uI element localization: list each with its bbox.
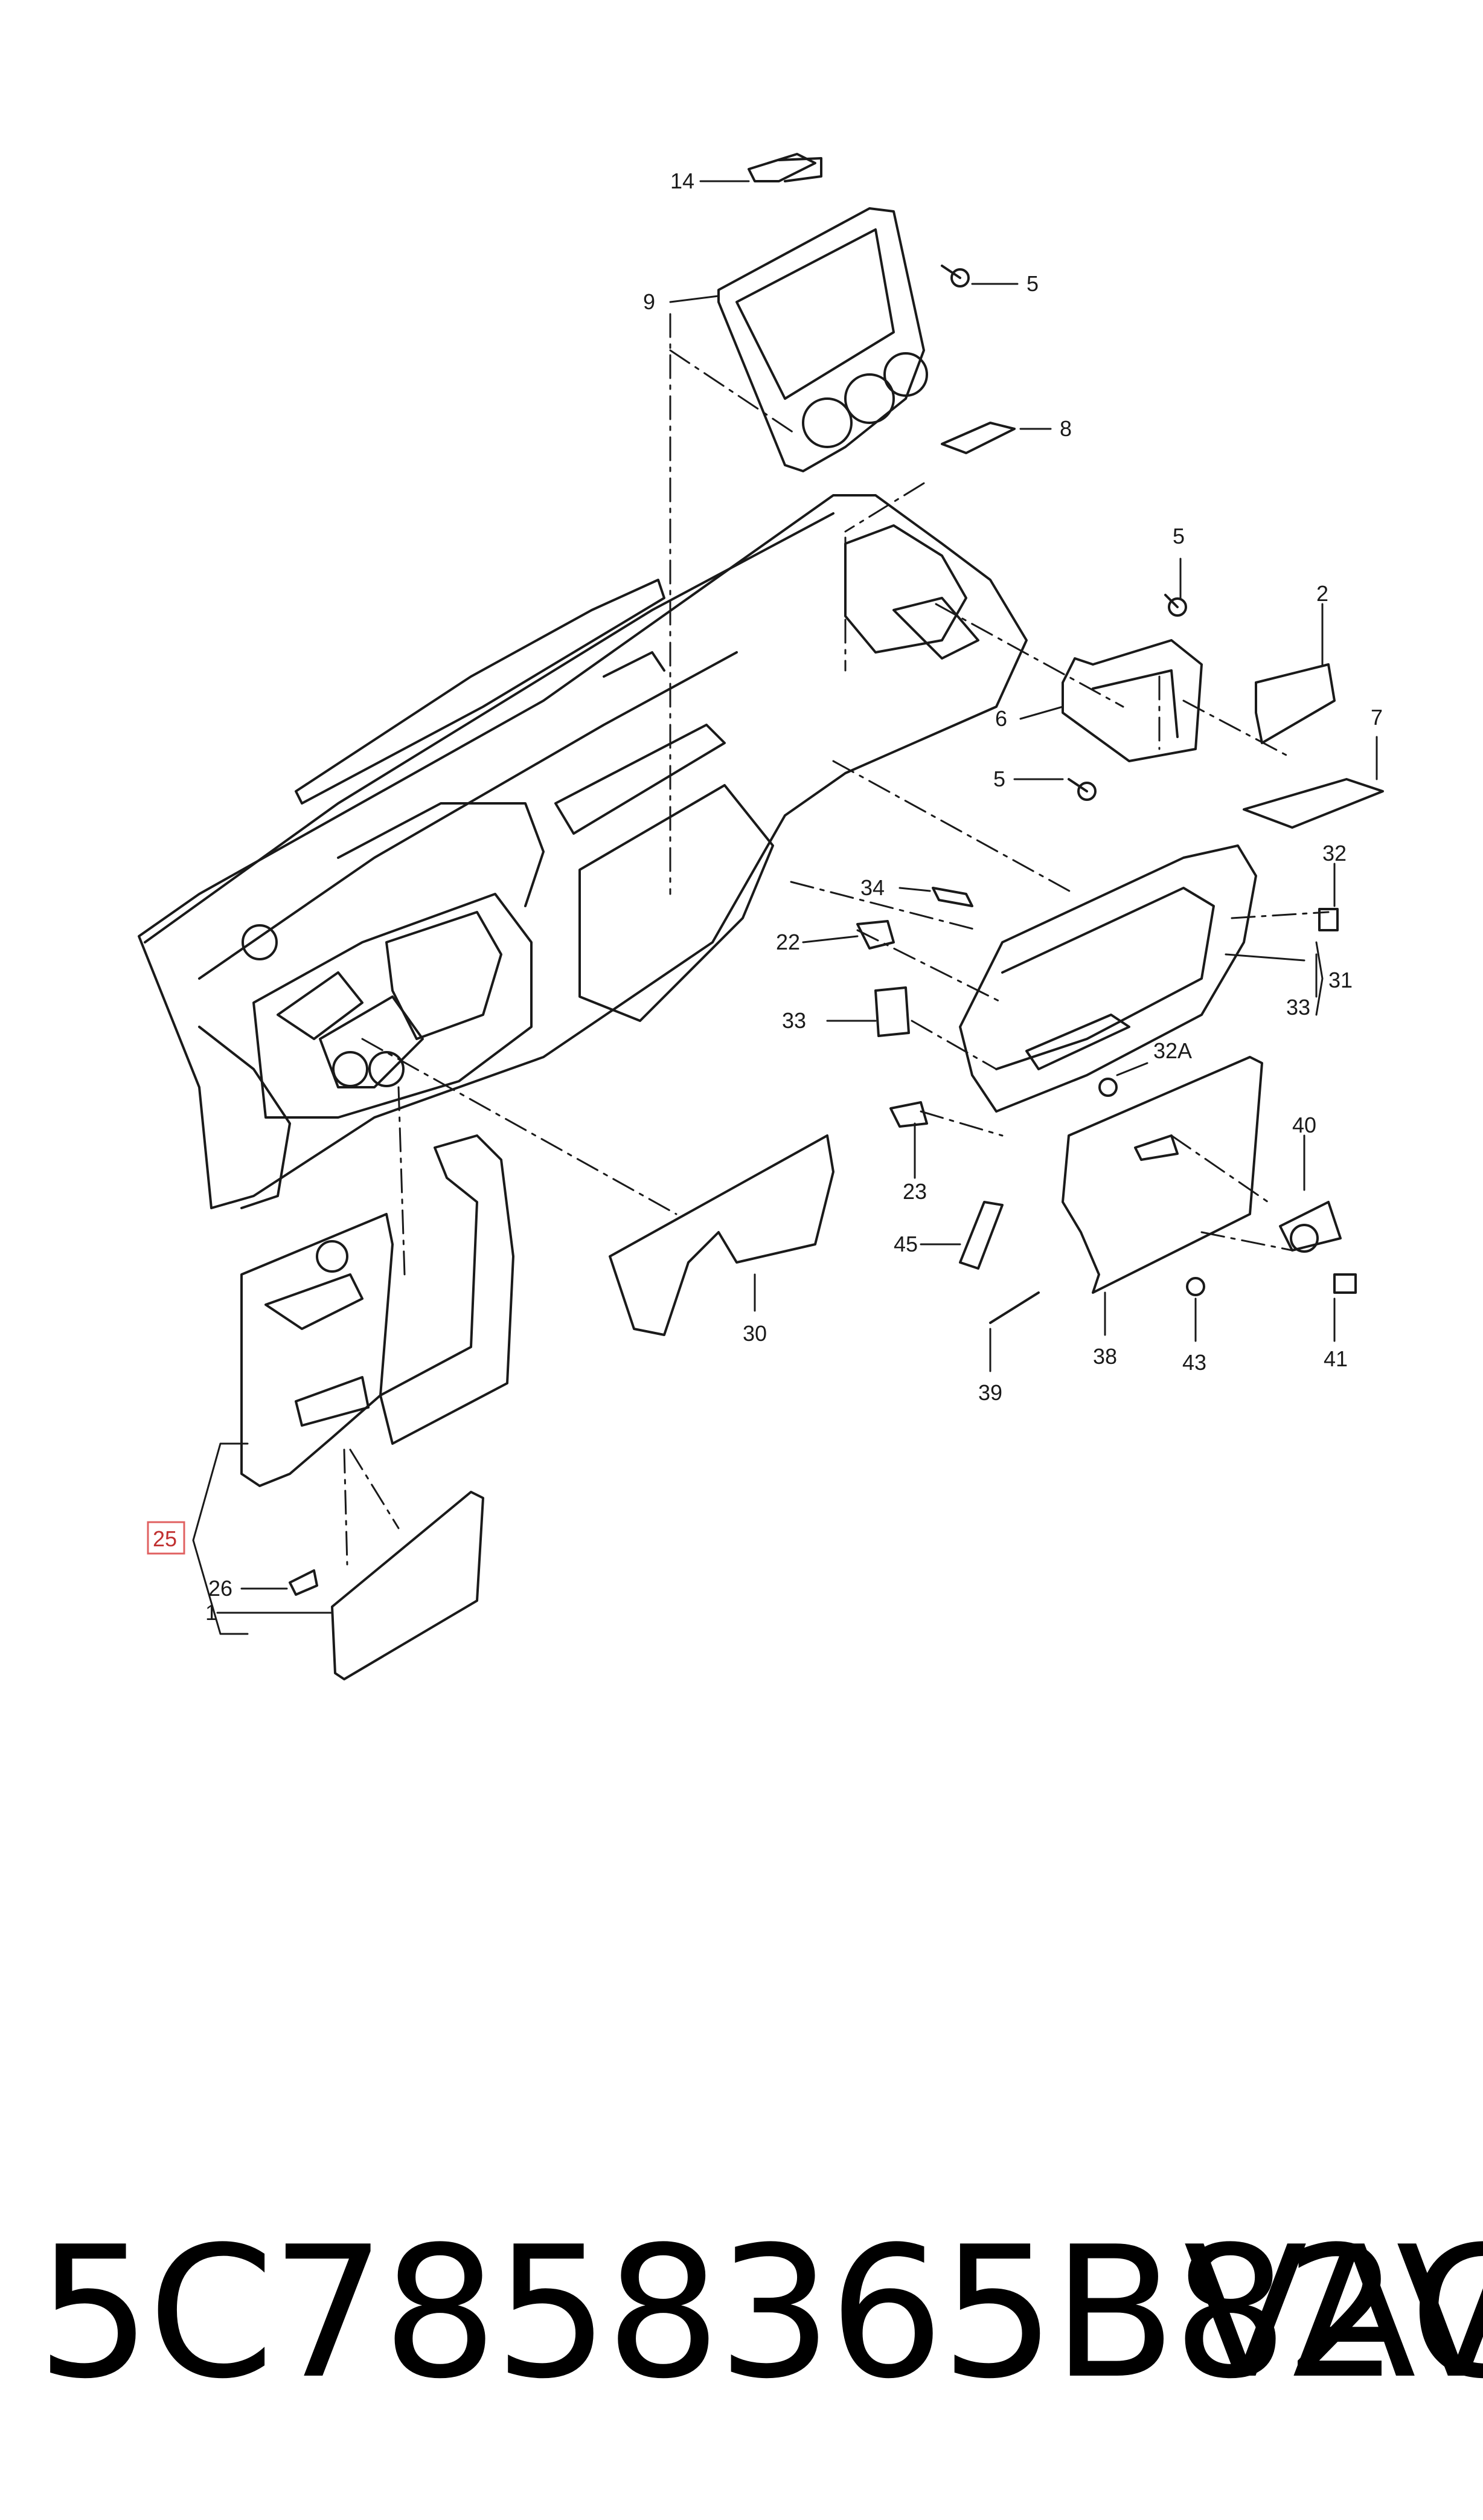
callout-5-c: 5 — [993, 767, 1005, 791]
callout-23: 23 — [903, 1179, 927, 1204]
callout-2: 2 — [1316, 581, 1328, 606]
part-number: 5C7858365B82V — [36, 2208, 1483, 2419]
part-41-clip — [1333, 1273, 1357, 1294]
callout-30: 30 — [743, 1321, 767, 1346]
callout-25: 25 — [153, 1526, 177, 1551]
callout-7: 7 — [1371, 705, 1383, 730]
callout-5-a: 5 — [1027, 271, 1039, 296]
callout-45: 45 — [894, 1232, 918, 1256]
dashboard-panel — [138, 494, 1028, 1209]
callout-40: 40 — [1292, 1113, 1316, 1137]
part-31-glovebox-housing — [959, 844, 1257, 1113]
part-14-clip — [748, 153, 822, 182]
callout-38: 38 — [1093, 1344, 1117, 1369]
part-30-cover — [609, 1134, 834, 1336]
callout-1: 1 — [205, 1600, 217, 1625]
part-32a-nut — [1098, 1078, 1118, 1097]
callout-25-highlight — [147, 1521, 185, 1555]
screw-5-top — [941, 265, 970, 288]
part-7-plate — [1243, 778, 1384, 829]
callout-5-b: 5 — [1173, 524, 1185, 548]
part-6-bracket-inner — [1092, 669, 1179, 738]
caption-bar: 5C7858365B82V VAG — [0, 2187, 1483, 2440]
callout-43: 43 — [1182, 1350, 1206, 1375]
callout-39: 39 — [978, 1380, 1002, 1405]
callout-26: 26 — [208, 1576, 232, 1601]
callout-33-left: 33 — [782, 1008, 806, 1033]
callout-31: 31 — [1328, 968, 1353, 992]
part-39-rod — [989, 1291, 1040, 1324]
callout-41: 41 — [1324, 1346, 1348, 1371]
part-40-lock — [1279, 1201, 1342, 1253]
part-6-bracket — [1062, 639, 1203, 762]
part-23-clip — [889, 1101, 928, 1128]
part-32-clip — [1318, 908, 1339, 931]
screw-5-mid — [1164, 594, 1187, 617]
part-9-trim-frame — [717, 207, 928, 472]
part-33-latch — [874, 986, 910, 1037]
callout-32: 32 — [1322, 841, 1347, 866]
part-25-lower-trim — [240, 1134, 514, 1487]
part-26-screw — [289, 1569, 318, 1596]
callout-9: 9 — [643, 289, 655, 314]
part-22-clip — [856, 920, 895, 950]
callout-14: 14 — [670, 169, 694, 193]
callout-6: 6 — [995, 706, 1007, 731]
part-2-switch — [1255, 663, 1336, 744]
callout-33-right: 33 — [1286, 995, 1310, 1020]
callout-8: 8 — [1060, 416, 1072, 441]
part-43-screw — [1186, 1277, 1205, 1296]
callout-34: 34 — [860, 875, 885, 900]
part-45-damper — [959, 1201, 1004, 1270]
screw-5-lower — [1068, 778, 1097, 801]
callout-32a: 32A — [1153, 1038, 1192, 1063]
part-38-glovebox-lid — [1062, 1056, 1263, 1294]
part-8-cover — [941, 422, 1016, 454]
part-1-trim-cover — [331, 1491, 484, 1680]
callout-22: 22 — [776, 930, 800, 954]
brand-label: VAG — [1184, 2208, 1483, 2419]
part-34-pin — [932, 887, 973, 907]
